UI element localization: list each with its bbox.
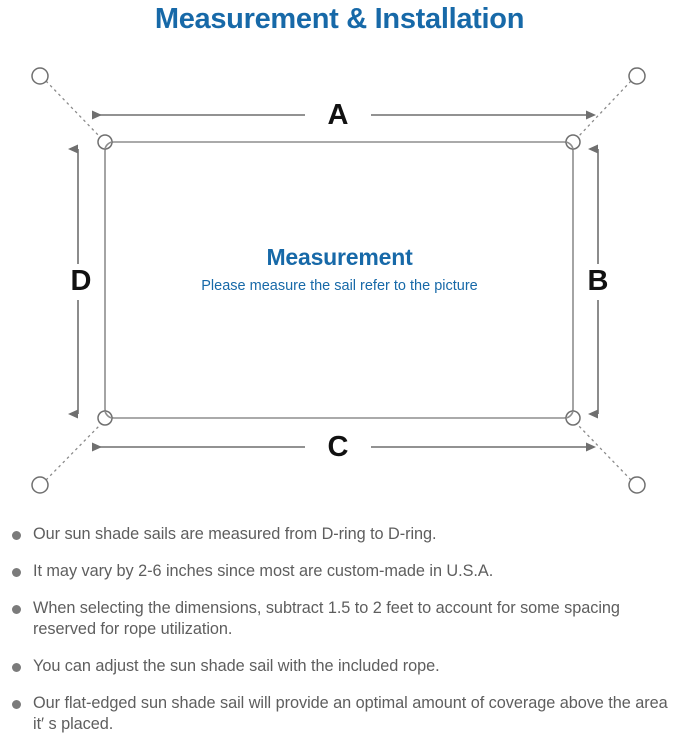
- dimension-arrows: [68, 110, 599, 452]
- dimension-label-d: D: [70, 265, 92, 297]
- dimension-label-a: A: [327, 99, 349, 131]
- d-rings: [97, 134, 581, 426]
- list-item: Our flat-edged sun shade sail will provi…: [0, 693, 679, 735]
- sail-corner-overlaps: [104, 141, 574, 419]
- list-item-text: When selecting the dimensions, subtract …: [33, 599, 620, 638]
- bullet-icon: [12, 605, 21, 614]
- diagram-svg: [31, 67, 646, 494]
- list-item-text: Our flat-edged sun shade sail will provi…: [33, 694, 668, 733]
- rope-line-top-right: [576, 80, 632, 139]
- dimension-label-c: C: [327, 431, 349, 463]
- list-item-text: Our sun shade sails are measured from D-…: [33, 525, 437, 543]
- dimension-label-b: B: [587, 265, 609, 297]
- anchor-circle-bottom-right: [628, 476, 646, 494]
- rope-lines: [45, 80, 632, 481]
- list-item-text: It may vary by 2-6 inches since most are…: [33, 562, 494, 580]
- list-item: It may vary by 2-6 inches since most are…: [0, 561, 679, 582]
- bullet-icon: [12, 568, 21, 577]
- list-item: When selecting the dimensions, subtract …: [0, 598, 679, 640]
- anchor-circle-top-right: [628, 67, 646, 85]
- bullet-icon: [12, 663, 21, 672]
- bullet-icon: [12, 700, 21, 709]
- rope-line-bottom-right: [576, 423, 632, 481]
- list-item-text: You can adjust the sun shade sail with t…: [33, 657, 440, 675]
- anchor-circle-bottom-left: [31, 476, 49, 494]
- sun-shade-sail-measurement-diagram: Measurement Please measure the sail refe…: [0, 48, 679, 518]
- page-title: Measurement & Installation: [154, 3, 525, 35]
- list-item: You can adjust the sun shade sail with t…: [0, 656, 679, 677]
- rope-line-top-left: [45, 80, 102, 139]
- sail-heading: Measurement: [266, 244, 413, 270]
- sail-subheading: Please measure the sail refer to the pic…: [201, 278, 478, 294]
- list-item: Our sun shade sails are measured from D-…: [0, 524, 679, 545]
- rope-line-bottom-left: [45, 423, 102, 481]
- anchor-points: [31, 67, 646, 494]
- notes-list: Our sun shade sails are measured from D-…: [0, 524, 679, 751]
- bullet-icon: [12, 531, 21, 540]
- anchor-circle-top-left: [31, 67, 49, 85]
- sail-rectangle: [104, 141, 574, 419]
